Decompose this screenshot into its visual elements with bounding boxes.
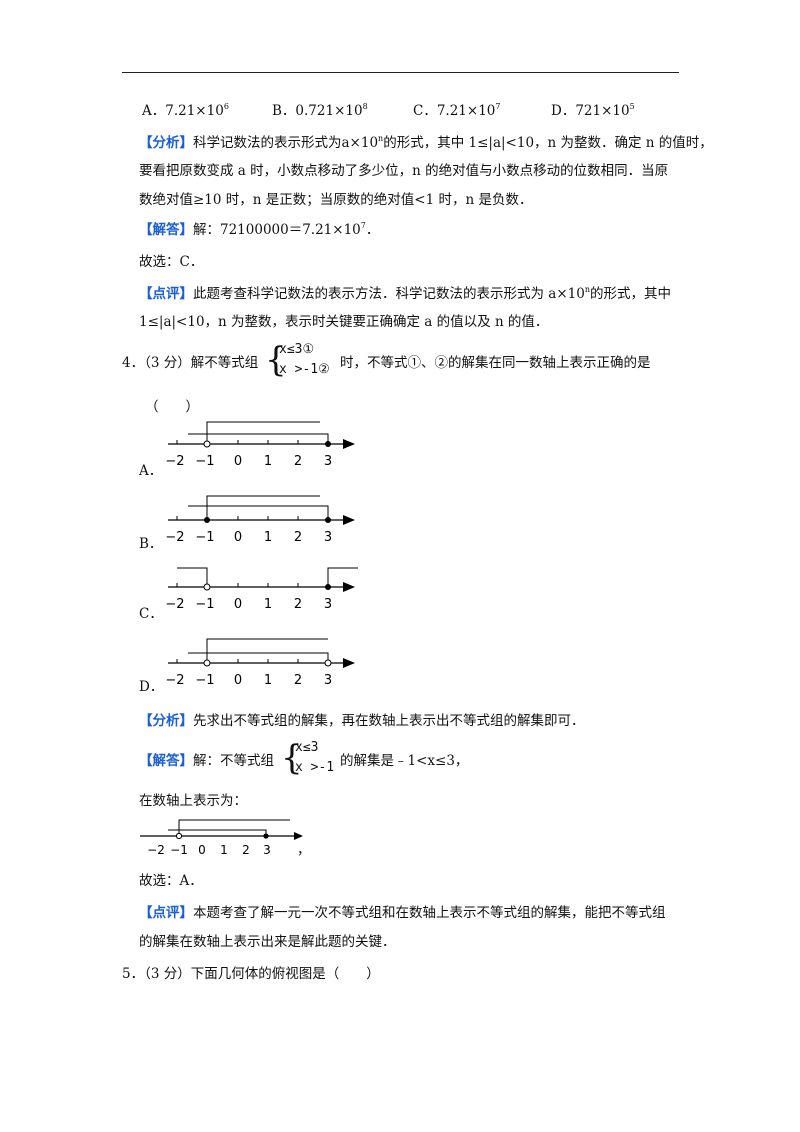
q4-ineq-2: x >-1② xyxy=(279,362,330,377)
tick-label: 0 xyxy=(234,673,242,688)
q4-answer-ineq-1: x≤3 xyxy=(295,740,319,755)
label-d: D． xyxy=(139,679,164,695)
tick-label: −1 xyxy=(195,454,214,469)
tick-label: −1 xyxy=(195,597,214,612)
tick-label: 2 xyxy=(242,843,250,857)
tick-label: −2 xyxy=(165,673,184,688)
option-a: A．7.21×106 xyxy=(142,102,229,120)
q4-answer-suffix: 的解集是﹣1<x≤3， xyxy=(340,753,469,769)
tick-label: −2 xyxy=(165,530,184,545)
tick-label: 1 xyxy=(264,530,272,545)
q4-ineq-1: x≤3① xyxy=(279,342,315,357)
q4-comment-line1: 【点评】本题考查了解一元一次不等式组和在数轴上表示不等式组的解集，能把不等式组 xyxy=(139,905,666,921)
tick-label: 3 xyxy=(324,454,332,469)
tick-label: 2 xyxy=(294,597,302,612)
option-b: B．0.721×108 xyxy=(272,102,368,120)
q5-stem: 5．（3 分）下面几何体的俯视图是（ ） xyxy=(122,966,380,982)
tick-label: 3 xyxy=(324,530,332,545)
tick-label: 1 xyxy=(220,843,228,857)
tick-label: 0 xyxy=(234,530,242,545)
q4-stem-prefix: 4．（3 分）解不等式组 xyxy=(122,355,259,371)
tick-label: 2 xyxy=(294,454,302,469)
q4-brace-icon: { xyxy=(265,340,287,380)
q3-analysis-line1: 【分析】科学记数法的表示形式为a×10n的形式，其中 1≤|a|<10，n 为整… xyxy=(139,134,713,152)
tick-label: 1 xyxy=(264,673,272,688)
tick-label: −1 xyxy=(195,530,214,545)
label-b: B． xyxy=(139,536,163,552)
tick-label: 1 xyxy=(264,597,272,612)
tick-label: −2 xyxy=(165,454,184,469)
q4-comment-line2: 的解集在数轴上表示出来是解此题的关键． xyxy=(139,934,396,950)
option-c: C．7.21×107 xyxy=(413,102,501,120)
tick-label: −1 xyxy=(170,843,188,857)
q4-stem-suffix: 时，不等式①、②的解集在同一数轴上表示正确的是 xyxy=(340,355,651,371)
q4-comma: ， xyxy=(297,842,311,858)
tick-label: −2 xyxy=(165,597,184,612)
q4-analysis: 【分析】先求出不等式组的解集，再在数轴上表示出不等式组的解集即可． xyxy=(139,713,585,729)
numberline-d: −2 −1 0 1 2 3 xyxy=(165,638,355,688)
q4-on-axis: 在数轴上表示为： xyxy=(139,793,247,809)
label-c: C． xyxy=(139,606,163,622)
q4-answer-ineq-2: x >-1 xyxy=(295,760,335,775)
q3-analysis-line3: 数绝对值≥10 时，n 是正数；当原数的绝对值<1 时，n 是负数． xyxy=(139,192,533,208)
q4-choose: 故选：A． xyxy=(139,873,203,889)
q3-comment-line2: 1≤|a|<10，n 为整数，表示时关键要正确确定 a 的值以及 n 的值． xyxy=(139,314,549,330)
q3-answer: 【解答】解：72100000＝7.21×107． xyxy=(139,221,380,239)
option-d: D．721×105 xyxy=(551,102,635,120)
q3-choose: 故选：C． xyxy=(139,254,204,270)
tick-label: 0 xyxy=(234,454,242,469)
tick-label: 3 xyxy=(263,843,271,857)
tick-label: 2 xyxy=(294,673,302,688)
q4-answer-brace-icon: { xyxy=(281,738,303,778)
tick-label: −2 xyxy=(147,843,165,857)
q4-answer-prefix: 【解答】解：不等式组 xyxy=(139,753,274,769)
q3-comment-line1: 【点评】此题考查科学记数法的表示方法．科学记数法的表示形式为 a×10n的形式，… xyxy=(139,285,671,303)
q4-paren: （ ） xyxy=(145,399,199,415)
numberline-b: −2 −1 0 1 2 3 xyxy=(165,495,355,545)
numberline-a: −2 −1 0 1 2 3 xyxy=(165,421,355,469)
tick-label: 2 xyxy=(294,530,302,545)
header-rule xyxy=(122,72,679,73)
tick-label: 3 xyxy=(324,673,332,688)
tick-label: −1 xyxy=(195,673,214,688)
tick-label: 0 xyxy=(198,843,206,857)
tick-label: 0 xyxy=(234,597,242,612)
answer-numberline: −2 −1 0 1 2 3 xyxy=(140,819,303,857)
label-a: A． xyxy=(139,463,163,479)
tick-label: 3 xyxy=(324,597,332,612)
tick-label: 1 xyxy=(264,454,272,469)
numberline-c: −2 −1 0 1 2 3 xyxy=(165,567,358,612)
q3-analysis-line2: 要看把原数变成 a 时，小数点移动了多少位，n 的绝对值与小数点移动的位数相同．… xyxy=(139,163,669,179)
